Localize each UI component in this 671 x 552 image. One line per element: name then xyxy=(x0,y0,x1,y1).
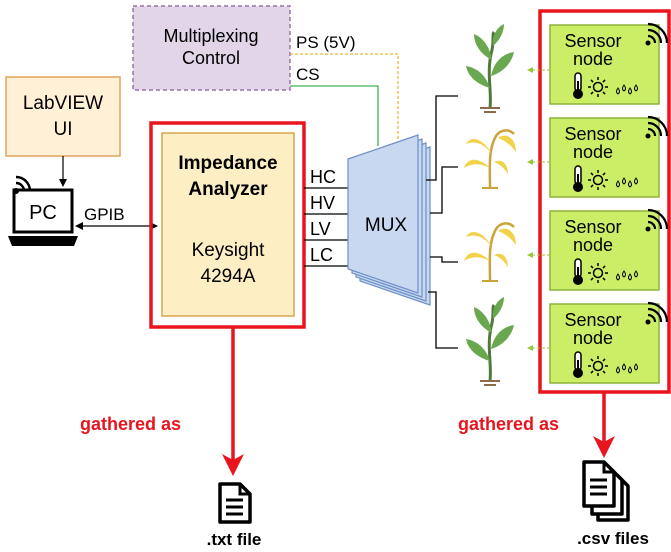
cs-line xyxy=(290,85,379,146)
pc-label: PC xyxy=(29,202,57,224)
analyzer-model-2: 4294A xyxy=(201,266,256,287)
humidity-drops-icon xyxy=(616,84,638,95)
sensor-to-plant-arrows xyxy=(527,67,550,351)
txt-file-label: .txt file xyxy=(207,530,262,549)
terminal-hc: HC xyxy=(310,167,336,187)
sensor-node-label: node xyxy=(573,235,613,255)
mux-label: MUX xyxy=(365,215,408,236)
csv-files-label: .csv files xyxy=(577,529,649,548)
plant-3-wilted xyxy=(464,222,516,282)
plant-1-healthy xyxy=(466,24,514,113)
wifi-icon xyxy=(645,22,669,46)
thermometer-icon xyxy=(573,351,583,378)
terminal-lc: LC xyxy=(310,245,333,265)
analyzer-title-1: Impedance xyxy=(178,153,277,174)
sensor-node-label: Sensor xyxy=(564,310,621,330)
control-lines: PS (5V) CS xyxy=(290,33,399,152)
sensor-node-label: Sensor xyxy=(564,217,621,237)
multiplexing-label-1: Multiplexing xyxy=(163,26,258,46)
sensor-node-label: node xyxy=(573,49,613,69)
sensor-node-label: node xyxy=(573,142,613,162)
humidity-drops-icon xyxy=(616,177,638,188)
plants-column xyxy=(464,24,516,386)
analyzer-highlight-frame xyxy=(149,121,306,329)
analyzer-title-2: Analyzer xyxy=(188,179,268,200)
thermometer-icon xyxy=(573,258,583,285)
sensor-node-label: Sensor xyxy=(564,124,621,144)
ps-line xyxy=(290,53,399,152)
thermometer-icon xyxy=(573,72,583,99)
wifi-icon xyxy=(645,115,669,139)
analyzer-model-1: Keysight xyxy=(192,240,266,261)
labview-label-1: LabVIEW xyxy=(23,93,103,114)
sun-icon xyxy=(588,77,608,97)
sensor-node-label: node xyxy=(573,328,613,348)
sun-icon xyxy=(588,170,608,190)
impedance-analyzer-block: Impedance Analyzer Keysight 4294A xyxy=(161,132,295,317)
humidity-drops-icon xyxy=(616,363,638,374)
gpib-label: GPIB xyxy=(84,205,125,224)
analyzer-output-arrowhead xyxy=(222,454,244,476)
sensor-output-arrowhead xyxy=(593,436,615,458)
sun-icon xyxy=(588,263,608,283)
labview-ui-block: LabVIEW UI xyxy=(5,76,121,157)
terminal-hv: HV xyxy=(310,193,335,213)
wifi-icon xyxy=(645,208,669,232)
csv-files-icon xyxy=(582,460,630,522)
mux-to-plants-lines xyxy=(426,95,458,349)
txt-file-icon xyxy=(218,482,252,524)
analyzer-terminals: HC HV LV LC xyxy=(304,167,350,267)
wifi-icon xyxy=(645,301,669,325)
gathered-as-right: gathered as xyxy=(458,414,559,434)
multiplexing-control-block: Multiplexing Control xyxy=(132,5,291,91)
terminal-lv: LV xyxy=(310,219,331,239)
plant-4-healthy xyxy=(466,297,514,386)
sensor-node-label: Sensor xyxy=(564,31,621,51)
labview-label-2: UI xyxy=(54,119,73,140)
cs-label: CS xyxy=(296,65,320,84)
pc-monitor: PC xyxy=(8,188,78,246)
sun-icon xyxy=(588,356,608,376)
gathered-as-left: gathered as xyxy=(80,414,181,434)
pc-wifi-icon xyxy=(13,175,32,194)
mux-block: MUX xyxy=(347,134,431,306)
plant-2-wilted xyxy=(464,129,516,189)
humidity-drops-icon xyxy=(616,270,638,281)
multiplexing-label-2: Control xyxy=(182,48,240,68)
thermometer-icon xyxy=(573,165,583,192)
ps-label: PS (5V) xyxy=(296,33,356,52)
